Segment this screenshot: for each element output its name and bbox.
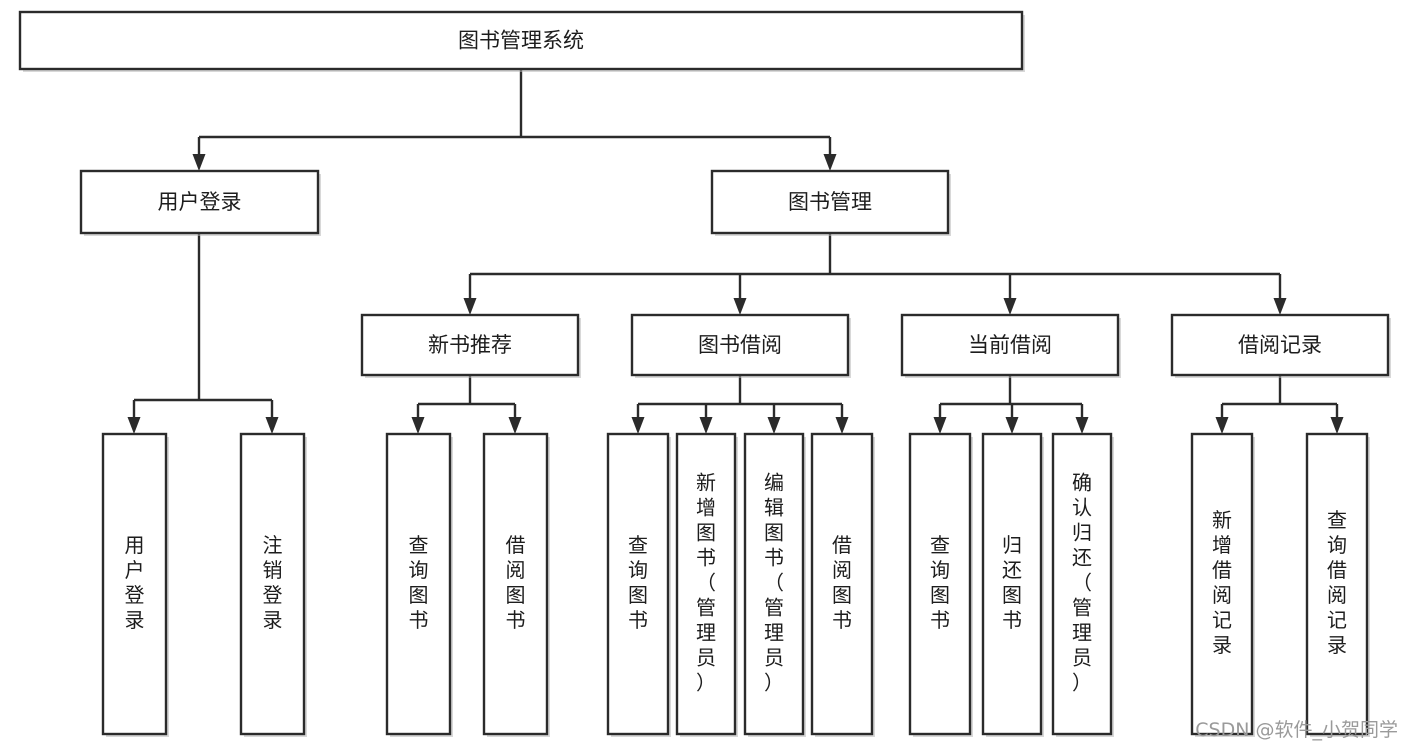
node-label: 用户登录 (125, 533, 145, 632)
node-label: 查询图书 (930, 533, 950, 632)
node-book-borrow[interactable]: 图书借阅 (630, 313, 851, 378)
node-leaf-query-book-2[interactable]: 查询图书 (606, 432, 671, 737)
node-leaf-user-logout[interactable]: 注销登录 (239, 432, 307, 737)
watermark-layer: CSDN @软件_小贺同学 (1195, 719, 1398, 741)
node-outline (710, 169, 950, 235)
arrowhead-icon (1273, 298, 1287, 315)
arrowhead-icon (631, 417, 645, 434)
node-new-book-rec[interactable]: 新书推荐 (360, 313, 581, 378)
connector-book-manage (463, 233, 1287, 315)
node-leaf-return-book[interactable]: 归还图书 (981, 432, 1044, 737)
node-outline (1170, 313, 1390, 377)
arrowhead-icon (699, 417, 713, 434)
node-label: 借阅记录 (1238, 333, 1322, 357)
arrowhead-icon (823, 154, 837, 171)
arrowhead-icon (933, 417, 947, 434)
node-leaf-edit-book[interactable]: 编辑图书（管理员） (743, 432, 806, 737)
node-outline (908, 432, 972, 736)
node-label: 借阅图书 (832, 533, 852, 632)
node-label: 新增借阅记录 (1212, 508, 1232, 657)
node-outline (1051, 432, 1113, 736)
node-layer: 图书管理系统用户登录图书管理新书推荐图书借阅当前借阅借阅记录用户登录注销登录查询… (18, 10, 1391, 737)
arrowhead-icon (265, 417, 279, 434)
node-outline (79, 169, 320, 235)
node-label: 用户登录 (158, 190, 242, 214)
connector-layer (127, 69, 1344, 434)
node-leaf-query-book-1[interactable]: 查询图书 (385, 432, 453, 737)
node-label: 图书管理系统 (458, 29, 584, 53)
node-outline (360, 313, 580, 377)
arrowhead-icon (508, 417, 522, 434)
arrowhead-icon (192, 154, 206, 171)
arrowhead-icon (1215, 417, 1229, 434)
node-outline (630, 313, 850, 377)
node-leaf-confirm-return[interactable]: 确认归还（管理员） (1051, 432, 1114, 737)
node-label: 图书管理 (788, 190, 872, 214)
node-label: 查询图书 (409, 533, 429, 632)
arrowhead-icon (127, 417, 141, 434)
arrowhead-icon (1075, 417, 1089, 434)
connector-new-book-rec (411, 375, 522, 434)
node-label: 新增图书（管理员） (696, 471, 716, 695)
node-label: 当前借阅 (968, 333, 1052, 357)
connector-book-borrow (631, 375, 849, 434)
node-outline (1190, 432, 1254, 736)
node-outline (900, 313, 1120, 377)
node-leaf-query-book-3[interactable]: 查询图书 (908, 432, 973, 737)
node-leaf-add-book[interactable]: 新增图书（管理员） (675, 432, 738, 737)
node-leaf-borrow-book-2[interactable]: 借阅图书 (810, 432, 875, 737)
node-borrow-record[interactable]: 借阅记录 (1170, 313, 1391, 378)
node-label: 确认归还（管理员） (1072, 471, 1092, 695)
node-outline (239, 432, 306, 736)
arrowhead-icon (411, 417, 425, 434)
node-label: 图书借阅 (698, 333, 782, 357)
node-outline (981, 432, 1043, 736)
node-label: 查询图书 (628, 533, 648, 632)
node-outline (606, 432, 670, 736)
arrowhead-icon (733, 298, 747, 315)
arrowhead-icon (1003, 298, 1017, 315)
node-leaf-user-login[interactable]: 用户登录 (101, 432, 169, 737)
node-root[interactable]: 图书管理系统 (18, 10, 1025, 72)
node-outline (1305, 432, 1369, 736)
node-leaf-query-record[interactable]: 查询借阅记录 (1305, 432, 1370, 737)
arrowhead-icon (1330, 417, 1344, 434)
node-leaf-borrow-book-1[interactable]: 借阅图书 (482, 432, 550, 737)
node-label: 新书推荐 (428, 333, 512, 357)
arrowhead-icon (463, 298, 477, 315)
node-label: 注销登录 (263, 533, 283, 632)
node-leaf-add-record[interactable]: 新增借阅记录 (1190, 432, 1255, 737)
csdn-watermark: CSDN @软件_小贺同学 (1195, 719, 1398, 741)
arrowhead-icon (767, 417, 781, 434)
connector-user-login (127, 233, 279, 434)
node-current-borrow[interactable]: 当前借阅 (900, 313, 1121, 378)
arrowhead-icon (1005, 417, 1019, 434)
node-book-manage[interactable]: 图书管理 (710, 169, 951, 236)
node-outline (675, 432, 737, 736)
node-user-login[interactable]: 用户登录 (79, 169, 321, 236)
arrowhead-icon (835, 417, 849, 434)
node-label: 借阅图书 (506, 533, 526, 632)
node-outline (743, 432, 805, 736)
node-outline (482, 432, 549, 736)
connector-borrow-record (1215, 375, 1344, 434)
node-outline (810, 432, 874, 736)
connector-root (192, 69, 837, 171)
node-outline (18, 10, 1024, 71)
node-outline (385, 432, 452, 736)
node-label: 查询借阅记录 (1327, 508, 1347, 657)
node-label: 编辑图书（管理员） (764, 471, 784, 695)
node-label: 归还图书 (1002, 533, 1022, 632)
node-outline (101, 432, 168, 736)
connector-current-borrow (933, 375, 1089, 434)
